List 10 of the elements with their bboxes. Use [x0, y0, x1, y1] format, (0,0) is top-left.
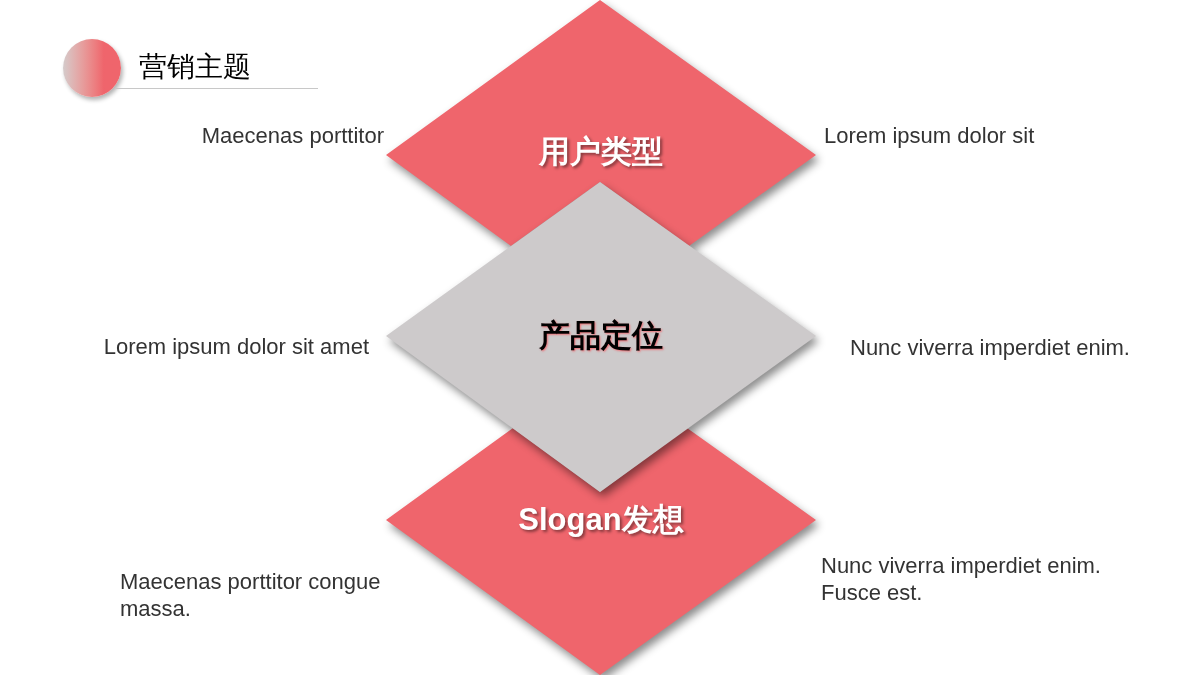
- title-text: 营销主题: [139, 50, 251, 84]
- description-text: Lorem ipsum dolor sit amet: [102, 333, 369, 360]
- description-text: Maecenas porttitor: [200, 122, 384, 149]
- description-text: Lorem ipsum dolor sit: [824, 122, 1036, 149]
- diamond-label: Slogan发想: [518, 501, 684, 539]
- diamond-label: 用户类型: [539, 133, 663, 171]
- description-text: Maecenas porttitor congue massa.: [120, 568, 382, 622]
- description-text: Nunc viverra imperdiet enim.: [850, 334, 1131, 361]
- description-text: Nunc viverra imperdiet enim. Fusce est.: [821, 552, 1102, 606]
- diamond-label: 产品定位: [539, 317, 663, 355]
